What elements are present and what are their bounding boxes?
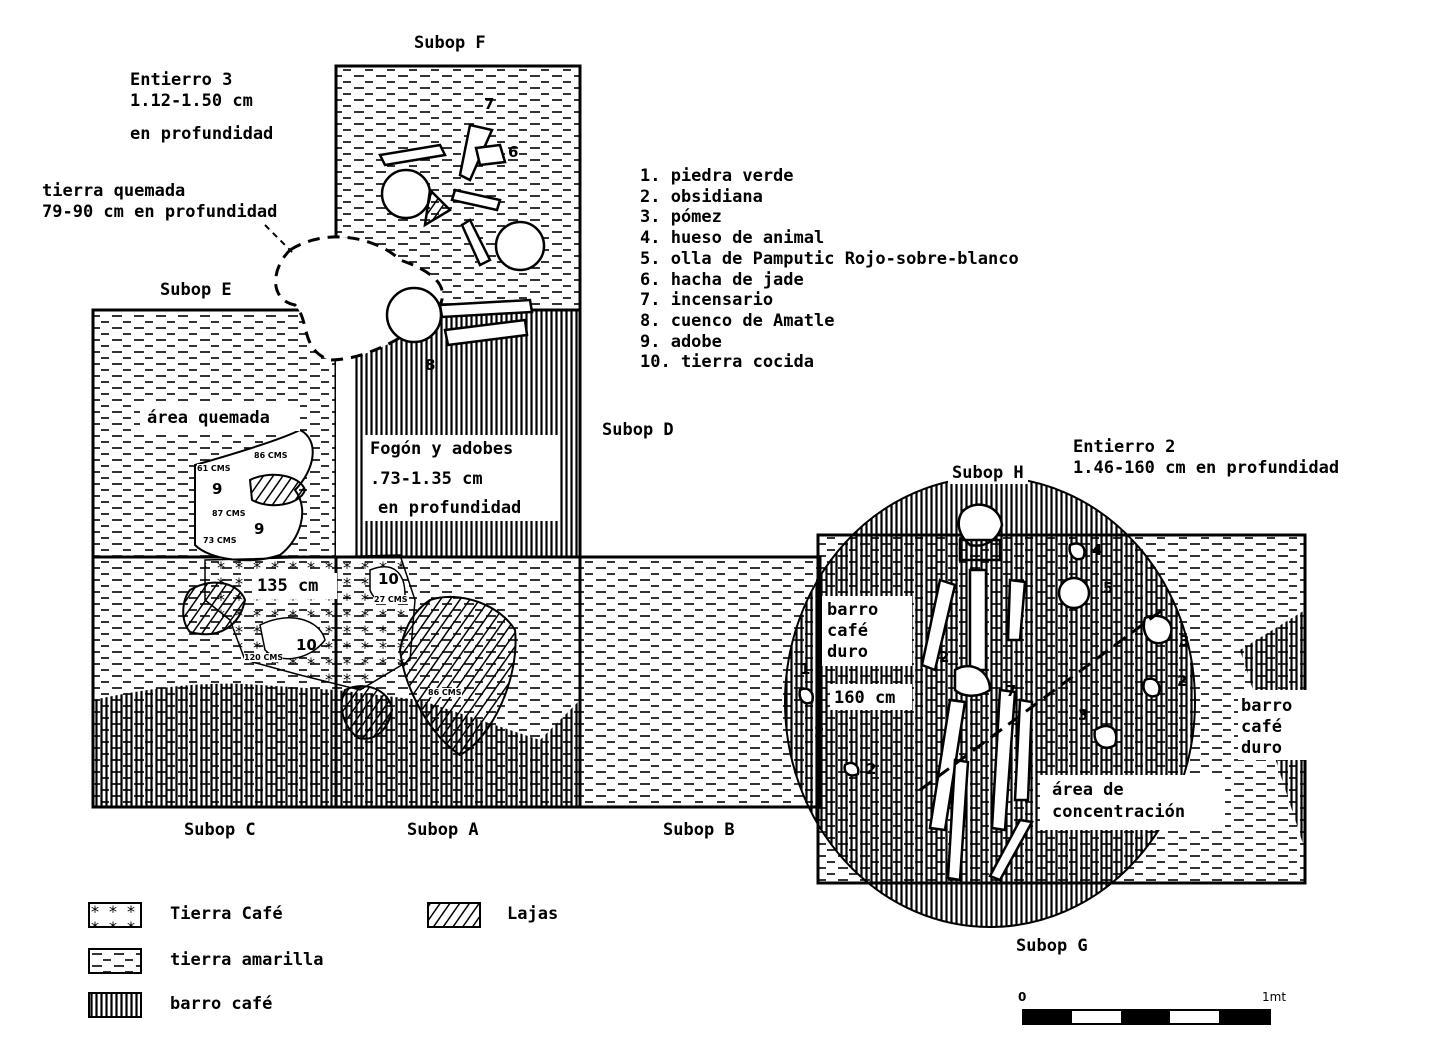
artifact-item: 2. obsidiana	[640, 186, 763, 207]
artifact-item: 10. tierra cocida	[640, 352, 814, 373]
marker-8: 8	[425, 356, 436, 374]
subop-f-label: Subop F	[414, 33, 486, 53]
area-concentracion-1: área de	[1052, 780, 1124, 800]
barro-cafe-pattern-icon	[90, 994, 140, 1016]
subop-e-label: Subop E	[160, 280, 232, 300]
artifact-item: 5. olla de Pamputic Rojo-sobre-blanco	[640, 248, 1019, 269]
marker-h1: 1	[800, 660, 811, 678]
lajas-a	[340, 595, 517, 757]
cm160-label: 160 cm	[834, 688, 896, 708]
tierra-quemada-depth: 79-90 cm en profundidad	[42, 202, 278, 222]
artifact-item: 4. hueso de animal	[640, 228, 825, 249]
artifact-item: 9. adobe	[640, 331, 722, 352]
legend-label-barro-cafe: barro café	[170, 994, 273, 1014]
marker-h3a: 3	[1179, 632, 1190, 650]
area-concentracion-bg	[1040, 775, 1225, 830]
depth-27: 27 CMS	[374, 595, 408, 604]
barro-duro-right-2: café	[1241, 717, 1282, 737]
subop-c-label: Subop C	[184, 820, 256, 840]
legend-swatch-tierra-cafe	[88, 902, 142, 928]
barro-duro-left-3: duro	[827, 642, 868, 662]
marker-h2d: 2	[866, 760, 877, 778]
lajas-pattern-icon	[429, 904, 479, 926]
scale-zero: 0	[1018, 990, 1027, 1004]
legend-swatch-lajas	[427, 902, 481, 928]
depth-61: 61 CMS	[197, 464, 231, 473]
legend-swatch-tierra-amarilla	[88, 948, 142, 974]
scale-bar	[1022, 1009, 1271, 1025]
subop-h-label: Subop H	[948, 463, 1028, 484]
marker-h3b: 3	[1078, 706, 1089, 724]
barro-duro-right-1: barro	[1241, 696, 1293, 716]
subop-a-label: Subop A	[407, 820, 479, 840]
entierro-3-depth: en profundidad	[130, 124, 274, 144]
tierra-quemada-pointer	[264, 224, 293, 253]
subop-b-label: Subop B	[663, 820, 735, 840]
barro-duro-left-1: barro	[827, 600, 879, 620]
entierro-2-depth: 1.46-160 cm en profundidad	[1073, 458, 1340, 478]
entierro-3-range: 1.12-1.50 cm	[130, 91, 253, 111]
area-concentracion-2: concentración	[1052, 802, 1186, 822]
marker-10b: 10	[296, 636, 317, 654]
marker-h7: 7	[1006, 682, 1017, 700]
marker-9a: 9	[212, 480, 223, 498]
marker-6: 6	[508, 143, 519, 161]
scale-end: 1mt	[1262, 990, 1287, 1004]
fogon-line-2: .73-1.35 cm	[370, 469, 483, 489]
marker-h2b: 2	[939, 648, 950, 666]
tierra-amarilla-pattern-icon	[90, 950, 140, 972]
fogon-label-bg	[363, 435, 558, 521]
marker-h5: 5	[1103, 579, 1114, 597]
concentration-dashed-line	[919, 606, 1166, 792]
depth-86: 86 CMS	[254, 451, 288, 460]
tierra-quemada-title: tierra quemada	[42, 181, 186, 201]
depth-86b: 86 CMS	[428, 688, 462, 697]
subop-g-label: Subop G	[1016, 936, 1088, 956]
barro-duro-left-2: café	[827, 621, 868, 641]
marker-h2a: 2	[1177, 672, 1188, 690]
legend-label-tierra-amarilla: tierra amarilla	[170, 950, 324, 970]
fogon-line-3: en profundidad	[378, 498, 522, 518]
entierro-3-title: Entierro 3	[130, 70, 233, 90]
barro-duro-right-bg	[1238, 690, 1308, 760]
subop-b-unit	[578, 555, 822, 809]
cm135-label: 135 cm	[257, 576, 319, 596]
artifact-list: 1. piedra verde 2. obsidiana 3. pómez 4.…	[640, 166, 1019, 373]
legend-label-tierra-cafe: Tierra Café	[170, 904, 283, 924]
depth-120: 120 CMS	[244, 653, 284, 662]
marker-7: 7	[484, 95, 495, 113]
marker-h4: 4	[1092, 541, 1103, 559]
marker-10a: 10	[378, 570, 399, 588]
cm135-bg	[252, 573, 337, 599]
entierro-2-title: Entierro 2	[1073, 437, 1176, 457]
marker-h2c: 2	[814, 723, 825, 741]
barro-duro-left-bg	[822, 596, 912, 666]
subop-d-label: Subop D	[602, 420, 674, 440]
artifact-item: 3. pómez	[640, 207, 722, 228]
area-quemada-bg	[140, 405, 300, 431]
artifact-item: 7. incensario	[640, 290, 774, 311]
cm160-bg	[830, 684, 912, 710]
artifact-item: 6. hacha de jade	[640, 269, 804, 290]
area-quemada-label: área quemada	[147, 408, 270, 428]
barro-duro-right-3: duro	[1241, 738, 1282, 758]
artifact-item: 8. cuenco de Amatle	[640, 310, 835, 331]
tierra-cafe-pattern-icon	[90, 904, 140, 926]
depth-87: 87 CMS	[212, 509, 246, 518]
marker-9b: 9	[254, 520, 265, 538]
depth-73: 73 CMS	[203, 536, 237, 545]
legend-label-lajas: Lajas	[507, 904, 559, 924]
entierro-3-remains	[378, 123, 546, 347]
fogon-line-1: Fogón y adobes	[370, 439, 514, 459]
legend-swatch-barro-cafe	[88, 992, 142, 1018]
artifact-item: 1. piedra verde	[640, 166, 794, 186]
adobes-e	[194, 428, 314, 562]
